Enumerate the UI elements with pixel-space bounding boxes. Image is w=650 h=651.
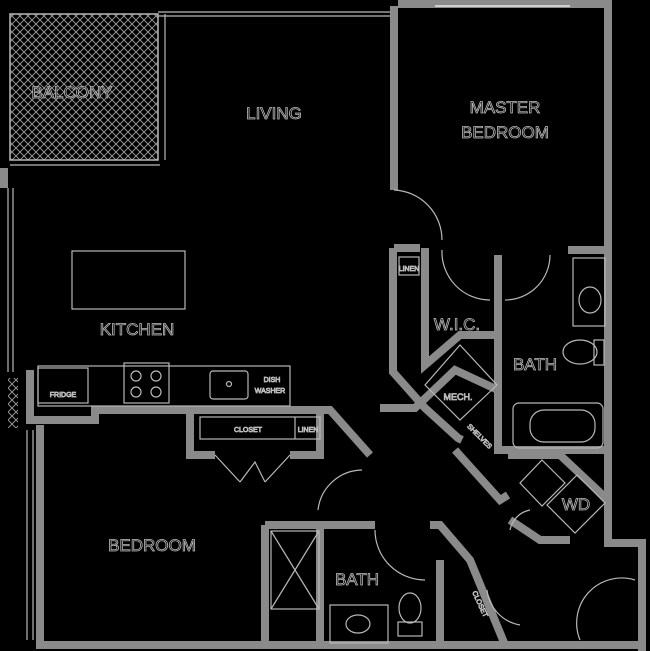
stove <box>123 362 170 404</box>
shower <box>270 530 320 610</box>
kitchen: FRIDGE DISH WASHER KITCHEN <box>37 250 291 407</box>
doors <box>214 189 636 641</box>
wic-linen-label: LINEN <box>399 266 420 273</box>
wd-label: WD <box>562 495 590 514</box>
master-bedroom-label-2: BEDROOM <box>461 123 549 142</box>
dishwasher-label-2: WASHER <box>255 388 285 395</box>
bath-toilet <box>398 592 422 624</box>
fridge <box>37 367 89 404</box>
fridge-label: FRIDGE <box>50 392 77 399</box>
bedroom-label: BEDROOM <box>108 536 196 555</box>
master-vanity <box>572 257 606 327</box>
bathtub <box>512 402 604 449</box>
master-toilet <box>562 339 598 365</box>
balcony-label: BALCONY <box>31 83 112 102</box>
balcony: BALCONY <box>9 13 166 166</box>
interior-walls <box>26 6 611 647</box>
kitchen-sink <box>209 370 249 400</box>
hall-closet-label: CLOSET <box>234 427 263 434</box>
kitchen-island <box>71 250 186 310</box>
hall-linen-label: LINEN <box>298 427 319 434</box>
master-bedroom-label: MASTER <box>470 98 541 117</box>
dishwasher-label: DISH <box>264 377 281 384</box>
living-label: LIVING <box>246 104 302 123</box>
mech-label: MECH. <box>444 392 473 402</box>
bath-label: BATH <box>335 570 379 589</box>
bath-vanity <box>329 604 389 644</box>
wic-label: W.I.C. <box>434 315 480 334</box>
shelves-label: SHELVES <box>465 423 493 451</box>
kitchen-label: KITCHEN <box>100 320 175 339</box>
washer-dryer: WD <box>519 459 606 534</box>
master-bath-label: BATH <box>513 355 557 374</box>
